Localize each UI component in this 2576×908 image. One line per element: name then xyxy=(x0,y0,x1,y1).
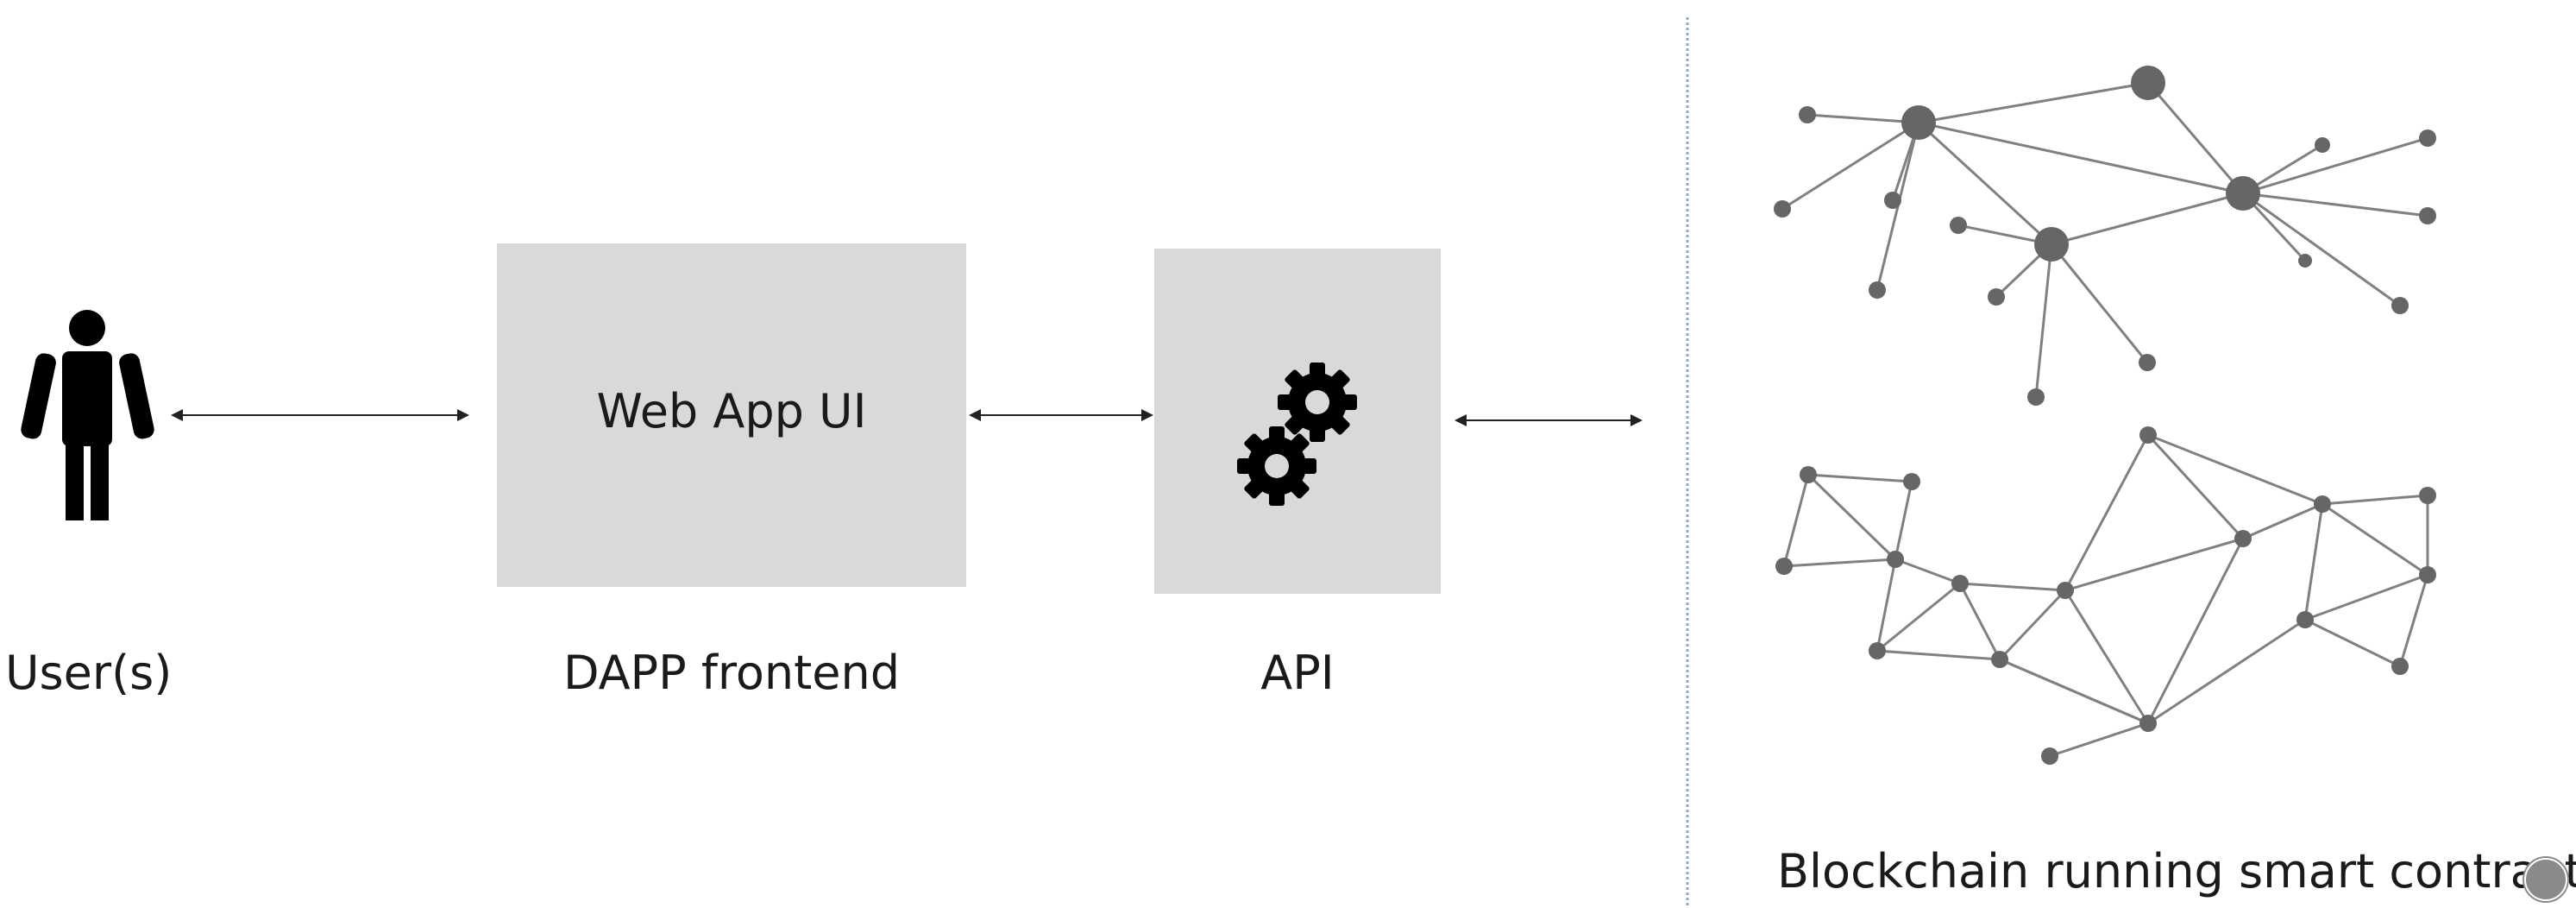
network-edge xyxy=(2304,573,2428,621)
network-edge xyxy=(2242,192,2401,307)
network-edge xyxy=(1918,121,2244,195)
network-node xyxy=(2315,137,2330,153)
badge-icon[interactable] xyxy=(2524,858,2567,901)
network-edge xyxy=(1876,649,2001,661)
network-edge xyxy=(2051,192,2244,246)
network-node xyxy=(1800,466,1817,483)
network-node xyxy=(2419,207,2436,224)
network-edge xyxy=(1918,81,2149,124)
network-node xyxy=(1991,651,2008,668)
network-node xyxy=(2226,176,2260,211)
network-edge xyxy=(1999,658,2149,725)
network-node xyxy=(2034,227,2069,262)
network-edge xyxy=(2147,433,2323,506)
network-edge xyxy=(1807,473,1913,483)
network-edge xyxy=(1998,589,2067,661)
network-node xyxy=(2027,388,2045,406)
network-edge xyxy=(2322,494,2428,506)
network-edge xyxy=(2398,574,2429,667)
network-edge xyxy=(2034,243,2053,398)
network-edge xyxy=(1875,558,1897,652)
network-edge xyxy=(1876,582,1961,653)
network-edge xyxy=(2322,502,2428,577)
gears-icon xyxy=(1237,363,1357,506)
network-node xyxy=(1774,200,1791,218)
network-edge xyxy=(2049,722,2149,758)
blockchain-label: Blockchain running smart contracts xyxy=(1777,844,2576,899)
network-node xyxy=(2139,715,2157,732)
network-node xyxy=(1775,558,1793,575)
network-node xyxy=(2139,426,2157,444)
network-node xyxy=(1951,575,1969,592)
network-node xyxy=(2131,66,2165,100)
network-node xyxy=(1901,105,1936,140)
frontend-box xyxy=(497,243,966,587)
network-edge xyxy=(1806,473,1897,561)
network-node xyxy=(2419,566,2436,583)
network-node xyxy=(1903,473,1920,490)
network-node xyxy=(2391,297,2409,314)
network-node xyxy=(1799,106,1816,123)
network-node xyxy=(2391,658,2409,675)
users-label: User(s) xyxy=(5,646,173,700)
network-node xyxy=(1988,288,2005,306)
api-label: API xyxy=(1260,646,1335,700)
person-icon xyxy=(21,310,154,520)
network-node xyxy=(1869,642,1886,659)
network-node xyxy=(1950,217,1967,234)
network-node xyxy=(2298,254,2312,268)
network-edge xyxy=(2064,537,2244,592)
network-edge xyxy=(1894,558,1961,585)
network-edge xyxy=(2064,434,2150,591)
network-edge xyxy=(2303,503,2324,621)
network-edge xyxy=(2064,590,2150,724)
network-edge xyxy=(2304,618,2401,668)
network-edge xyxy=(1958,583,2001,660)
network-edge xyxy=(1783,558,1896,568)
network-edge xyxy=(1806,113,1919,124)
network-node xyxy=(2419,129,2436,147)
network-node xyxy=(1869,281,1886,299)
network-node xyxy=(1887,551,1904,568)
network-graph-icon xyxy=(1774,66,2436,765)
network-node xyxy=(2234,530,2252,547)
network-edge xyxy=(2146,433,2245,540)
network-edge xyxy=(1781,121,1919,211)
network-edge xyxy=(1959,582,2066,592)
network-node xyxy=(2419,487,2436,504)
network-edge xyxy=(2242,136,2428,195)
network-edge xyxy=(1894,481,1913,560)
network-edge xyxy=(2242,502,2323,540)
network-edge xyxy=(2146,82,2245,194)
network-edge xyxy=(1917,121,2053,246)
network-node xyxy=(2296,611,2314,628)
network-node xyxy=(2314,495,2331,513)
network-node xyxy=(1884,192,1901,209)
network-node xyxy=(2139,354,2156,371)
frontend-box-text: Web App UI xyxy=(596,384,867,438)
network-edge xyxy=(2146,538,2245,724)
network-edge xyxy=(2242,192,2428,218)
network-edge xyxy=(2050,243,2149,363)
frontend-label: DAPP frontend xyxy=(562,646,901,700)
network-node xyxy=(2041,747,2058,765)
network-edge xyxy=(1782,474,1810,567)
network-edge xyxy=(2147,618,2306,725)
network-node xyxy=(2057,582,2074,599)
